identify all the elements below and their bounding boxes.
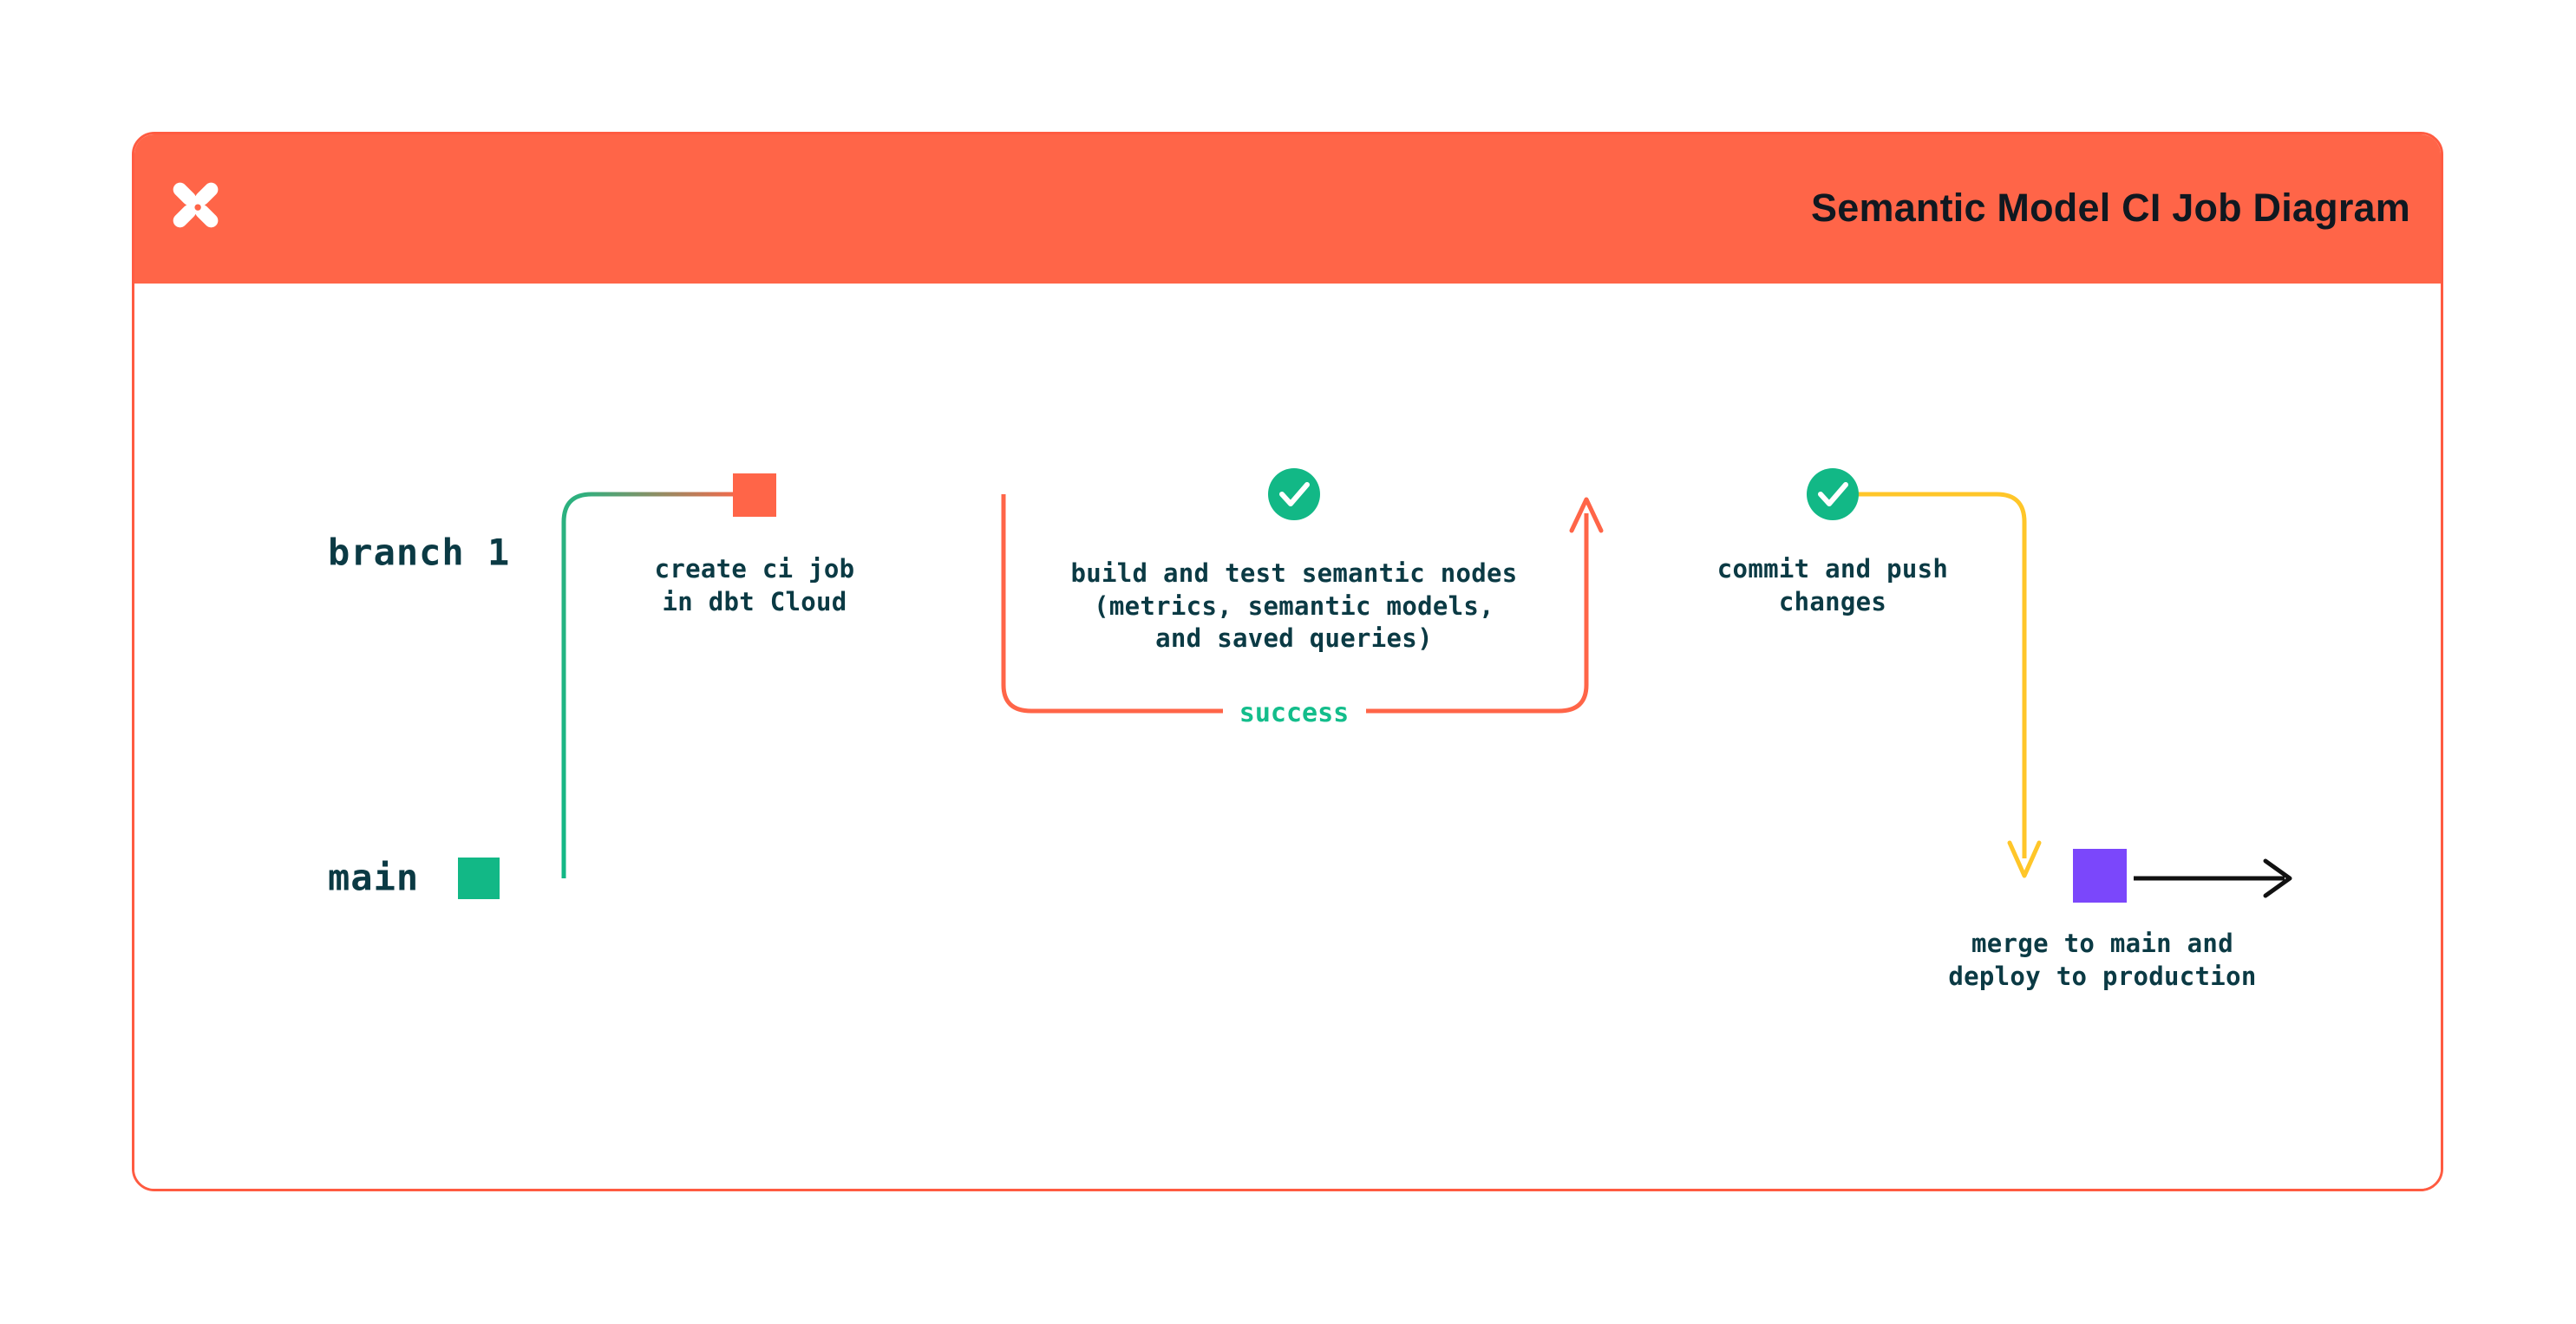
node-label-create-ci-job: create ci job in dbt Cloud [654,554,855,616]
edge-label-success: success [1239,698,1350,728]
dbt-logo-icon [167,176,231,240]
node-label-merge-to-main: merge to main and deploy to production [1948,929,2257,991]
diagram-card: Semantic Model CI Job Diagram [132,132,2443,1191]
card-header: Semantic Model CI Job Diagram [134,134,2441,284]
page-title: Semantic Model CI Job Diagram [1811,185,2410,230]
node-label-build-and-test: build and test semantic nodes (metrics, … [1070,558,1518,654]
lane-label-main: main [328,856,420,899]
node-label-commit-and-push: commit and push changes [1716,554,1949,616]
lane-label-branch-1: branch 1 [328,531,511,574]
card-body [134,284,2441,1189]
